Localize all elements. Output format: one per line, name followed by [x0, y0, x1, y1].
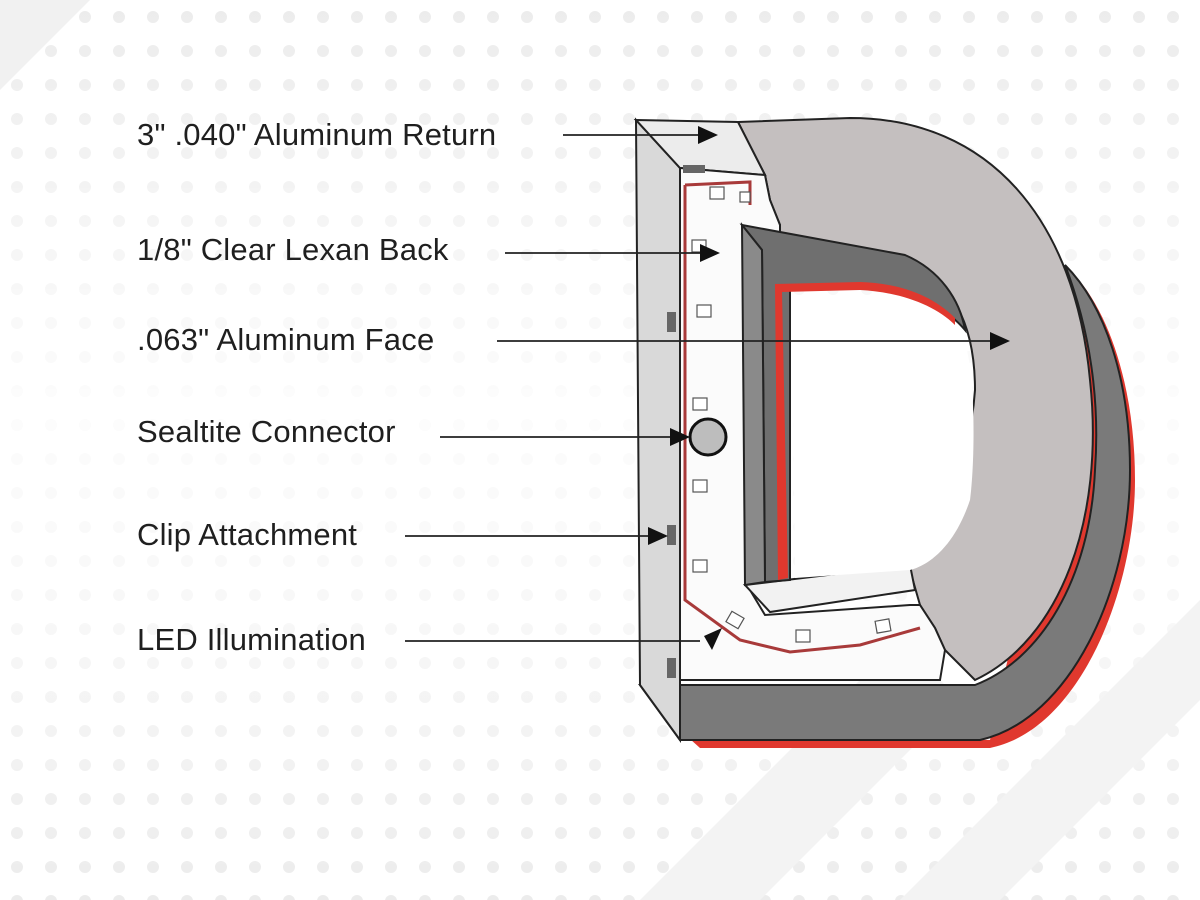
- arrowhead-led-illumination: [704, 628, 722, 650]
- led-module: [874, 618, 892, 634]
- led-module: [692, 559, 708, 573]
- label-aluminum-face: .063" Aluminum Face: [137, 322, 435, 357]
- led-module: [795, 629, 811, 643]
- label-sealtite-connector: Sealtite Connector: [137, 414, 396, 449]
- led-module: [725, 610, 745, 630]
- arrowhead-clip-attachment: [648, 527, 668, 545]
- arrowhead-clear-lexan-back: [700, 244, 720, 262]
- inner-counter-left-wall: [740, 222, 767, 587]
- sealtite-connector-circle: [688, 417, 728, 457]
- led-module: [709, 186, 725, 200]
- counter-hollow: [792, 295, 974, 578]
- clip: [667, 525, 676, 545]
- led-modules: [691, 186, 892, 643]
- arrowhead-aluminum-return: [698, 126, 718, 144]
- clip: [667, 312, 676, 332]
- leader-lines: [405, 126, 1010, 650]
- arrowhead-sealtite-connector: [670, 428, 690, 446]
- arrowhead-aluminum-face: [990, 332, 1010, 350]
- outer-return-side: [638, 264, 1132, 741]
- led-module: [692, 479, 708, 493]
- led-module: [739, 191, 751, 203]
- led-module: [696, 304, 712, 318]
- clip-attachments: [667, 165, 705, 678]
- label-clear-lexan-back: 1/8" Clear Lexan Back: [137, 232, 449, 267]
- led-module: [692, 397, 708, 411]
- label-aluminum-return: 3" .040" Aluminum Return: [137, 117, 497, 152]
- clip: [667, 658, 676, 678]
- clip: [683, 165, 705, 173]
- label-led-illumination: LED Illumination: [137, 622, 366, 657]
- label-clip-attachment: Clip Attachment: [137, 517, 358, 552]
